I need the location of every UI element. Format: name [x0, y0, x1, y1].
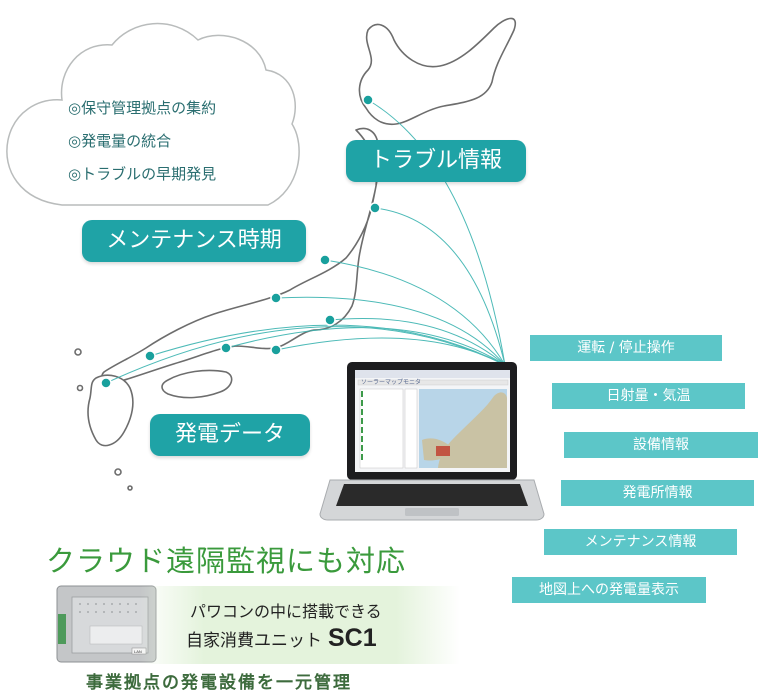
- laptop-illustration: [319, 362, 545, 521]
- japan-map: [74, 17, 517, 491]
- screen-app-title: ソーラーマップモニタ: [361, 379, 422, 386]
- screen-list-panel: [359, 388, 404, 469]
- location-dot: [324, 314, 336, 326]
- generation-data-tag: 発電データ: [150, 414, 310, 456]
- device-caption-line1: パワコンの中に搭載できる: [190, 602, 382, 621]
- device-lan-label: LAN: [134, 649, 142, 654]
- feature-tag-maintenance: メンテナンス情報: [544, 529, 737, 555]
- cloud-monitoring-headline: クラウド遠隔監視にも対応: [46, 544, 407, 578]
- laptop-trackpad: [405, 508, 459, 516]
- island-dot: [127, 485, 133, 491]
- trouble-info-tag: トラブル情報: [346, 140, 526, 182]
- maintenance-period-tag: メンテナンス時期: [82, 220, 306, 262]
- location-dots: [100, 94, 381, 389]
- kyushu-shape: [87, 374, 134, 447]
- laptop-keyboard: [336, 484, 528, 506]
- feature-tag-map-display: 地図上への発電量表示: [512, 577, 706, 603]
- island-dot: [74, 348, 82, 356]
- cloud-benefit-item: ◎発電量の統合: [68, 132, 172, 150]
- device-panel: [71, 596, 149, 654]
- sc1-device-illustration: LAN: [56, 585, 157, 663]
- location-dot: [319, 254, 331, 266]
- cloud-benefit-item: ◎保守管理拠点の集約: [68, 99, 217, 117]
- cloud-shape: [6, 22, 300, 206]
- feature-tag-irradiance: 日射量・気温: [552, 383, 745, 409]
- location-dot: [270, 344, 282, 356]
- screen-toolbar: [357, 379, 509, 386]
- screen-map-land: [438, 392, 507, 468]
- footer-tagline: 事業拠点の発電設備を一元管理: [86, 673, 352, 693]
- location-dot: [100, 377, 112, 389]
- island-dot: [76, 384, 84, 392]
- screen-map-region: [436, 446, 450, 456]
- cloud-benefit-item: ◎トラブルの早期発見: [68, 165, 217, 183]
- device-connector: [58, 614, 66, 644]
- location-dot: [270, 292, 282, 304]
- cloud-benefits-list: ◎保守管理拠点の集約 ◎発電量の統合 ◎トラブルの早期発見: [68, 92, 216, 191]
- device-caption-band: [140, 586, 460, 664]
- location-dot: [144, 350, 156, 362]
- screen-list-rows: [361, 391, 363, 460]
- device-label-area: [89, 625, 143, 645]
- screen-list-panel-2: [404, 388, 418, 469]
- location-dot: [220, 342, 232, 354]
- feature-tag-operation: 運転 / 停止操作: [530, 335, 722, 361]
- screen-header-bar: [355, 370, 510, 378]
- location-dot: [362, 94, 374, 106]
- location-dot: [369, 202, 381, 214]
- feature-tag-equipment: 設備情報: [564, 432, 758, 458]
- device-caption-name: 自家消費ユニット: [186, 631, 322, 651]
- device-caption-line2: 自家消費ユニット SC1: [186, 624, 377, 653]
- connection-lines: [105, 99, 506, 384]
- device-model-name: SC1: [328, 624, 377, 652]
- feature-tag-plant: 発電所情報: [561, 480, 754, 506]
- island-dot: [114, 468, 122, 476]
- shikoku-shape: [161, 369, 233, 399]
- hokkaido-shape: [358, 17, 517, 126]
